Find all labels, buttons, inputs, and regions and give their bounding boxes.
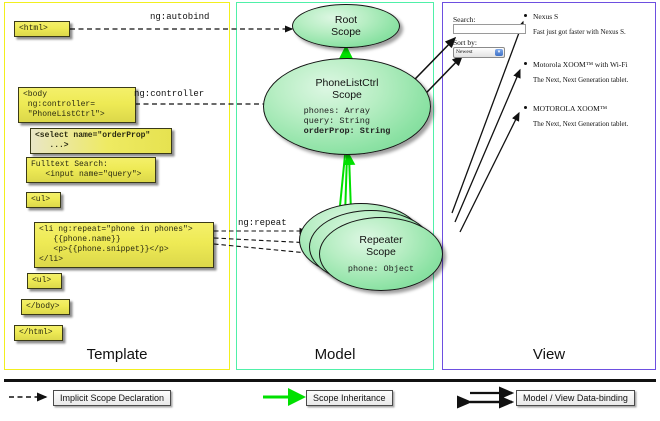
bullet-icon — [524, 106, 527, 109]
legend-item-scope-inheritance: Scope Inheritance — [306, 390, 393, 406]
sort-by-select[interactable]: Newest ▾ — [453, 47, 505, 58]
column-label-view: View — [532, 346, 566, 363]
legend-label: Implicit Scope Declaration — [60, 393, 165, 403]
legend-item-model-view-data-binding: Model / View Data-binding — [516, 390, 635, 406]
search-input[interactable] — [453, 24, 526, 34]
scope-prop-query: query: String — [303, 116, 370, 126]
legend-divider — [4, 379, 656, 382]
phone-name: MOTOROLA XOOM™ — [533, 104, 608, 113]
connector-label-ng-controller: ng:controller — [134, 89, 205, 99]
scope-prop-orderprop: orderProp: String — [303, 126, 391, 136]
code-box-html-open: <html> — [14, 21, 70, 37]
connector-label-ng-repeat: ng:repeat — [238, 218, 287, 228]
code-box-li-repeat: <li ng:repeat="phone in phones"> {{phone… — [34, 222, 214, 268]
code-box-body-close: </body> — [21, 299, 70, 315]
phone-list-item: Nexus S Fast just got faster with Nexus … — [524, 12, 626, 36]
column-label-template: Template — [86, 346, 148, 363]
phone-snippet: The Next, Next Generation tablet. — [533, 120, 629, 128]
code-box-select: <select name="orderProp" ...> — [30, 128, 172, 154]
column-model: Model — [236, 2, 434, 370]
legend-label: Model / View Data-binding — [523, 393, 628, 403]
code-box-html-close: </html> — [14, 325, 63, 341]
legend-item-implicit-scope-declaration: Implicit Scope Declaration — [53, 390, 172, 406]
code-box-ul-open: <ul> — [26, 192, 61, 208]
view-search-label: Search: — [453, 15, 476, 24]
phone-name: Nexus S — [533, 12, 559, 21]
scope-phonelistctrl-props: phones: Array query: String orderProp: S… — [304, 106, 391, 136]
scope-repeater-props: phone: Object — [348, 264, 414, 274]
legend-label: Scope Inheritance — [313, 393, 386, 403]
phone-list-item: MOTOROLA XOOM™ The Next, Next Generation… — [524, 104, 629, 128]
bullet-icon — [524, 14, 527, 17]
view-sort-label: Sort by: — [453, 38, 477, 47]
phone-list-item: Motorola XOOM™ with Wi-Fi The Next, Next… — [524, 60, 629, 84]
sort-by-selected-value: Newest — [456, 49, 473, 55]
scope-prop-phones: phones: Array — [303, 106, 370, 116]
scope-prop-phone: phone: Object — [347, 264, 415, 274]
chevron-down-icon[interactable]: ▾ — [495, 49, 503, 56]
connector-label-ng-autobind: ng:autobind — [150, 12, 210, 22]
phone-snippet: Fast just got faster with Nexus S. — [533, 28, 626, 36]
code-box-body-open: <body ng:controller= "PhoneListCtrl"> — [18, 87, 136, 123]
phone-name: Motorola XOOM™ with Wi-Fi — [533, 60, 628, 69]
bullet-icon — [524, 62, 527, 65]
phone-snippet: The Next, Next Generation tablet. — [533, 76, 629, 84]
code-box-ul-close: <ul> — [27, 273, 62, 289]
column-label-model: Model — [314, 346, 356, 363]
code-box-fulltext-search: Fulltext Search: <input name="query"> — [26, 157, 156, 183]
